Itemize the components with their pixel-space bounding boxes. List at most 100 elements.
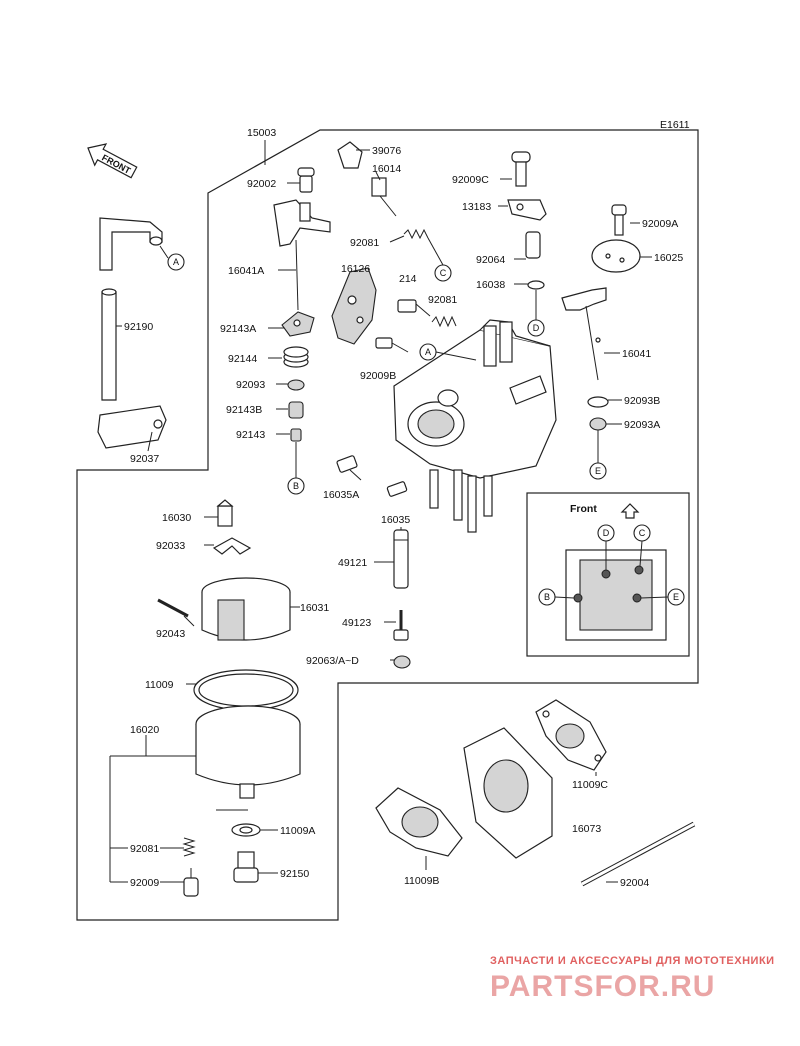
diagram-code: E1611 bbox=[660, 119, 690, 131]
label-16073: 16073 bbox=[572, 823, 601, 835]
label-92004: 92004 bbox=[620, 877, 649, 889]
cap-39076-part bbox=[337, 141, 363, 169]
callout-d-inset: D bbox=[597, 524, 615, 542]
label-16038: 16038 bbox=[476, 279, 505, 291]
bushing-92093a-part bbox=[589, 417, 607, 431]
label-92063: 92063/A~D bbox=[306, 655, 359, 667]
label-16126: 16126 bbox=[341, 263, 370, 275]
label-39076: 39076 bbox=[372, 145, 401, 157]
inset-view: Front bbox=[565, 503, 667, 641]
label-92037: 92037 bbox=[130, 453, 159, 465]
label-11009: 11009 bbox=[145, 679, 174, 691]
screw-92002-part bbox=[297, 167, 315, 193]
screw-92150-part bbox=[233, 851, 259, 883]
jet-92063-part bbox=[393, 655, 411, 669]
label-49121: 49121 bbox=[338, 557, 367, 569]
fuel-pipe-part bbox=[99, 217, 163, 401]
pin-92043-part bbox=[157, 598, 189, 618]
svg-text:D: D bbox=[603, 528, 610, 538]
oring-16038-part bbox=[527, 280, 545, 290]
label-92002: 92002 bbox=[247, 178, 276, 190]
lever-16041a-part bbox=[273, 199, 331, 311]
label-92081-top: 92081 bbox=[350, 237, 379, 249]
label-11009b: 11009B bbox=[404, 875, 439, 887]
label-49123: 49123 bbox=[342, 617, 371, 629]
label-92143a: 92143A bbox=[220, 323, 256, 335]
part-labels: 15003 39076 16014 92002 92009C 13183 920… bbox=[124, 127, 683, 889]
valve-16014-part bbox=[371, 177, 397, 217]
stud-92004-part bbox=[580, 821, 696, 887]
main-frame bbox=[76, 129, 699, 921]
label-92190: 92190 bbox=[124, 321, 153, 333]
label-92009c: 92009C bbox=[452, 174, 489, 186]
callout-c-top: C bbox=[434, 264, 452, 282]
float-bowl-16020-part bbox=[195, 705, 301, 799]
label-92033: 92033 bbox=[156, 540, 185, 552]
plate-92143a-part bbox=[281, 311, 315, 337]
gasket-11009c-part bbox=[535, 699, 607, 771]
jet-16035a-part bbox=[336, 455, 408, 497]
callout-b-inset: B bbox=[538, 588, 556, 606]
svg-text:E: E bbox=[673, 592, 679, 602]
screw-92009a-part bbox=[611, 204, 627, 236]
svg-text:E: E bbox=[595, 466, 601, 476]
label-16041: 16041 bbox=[622, 348, 651, 360]
svg-text:D: D bbox=[533, 323, 540, 333]
inset-up-arrow-icon bbox=[620, 503, 640, 519]
label-92093b: 92093B bbox=[624, 395, 660, 407]
label-92009: 92009 bbox=[130, 877, 159, 889]
label-16025: 16025 bbox=[654, 252, 683, 264]
svg-text:A: A bbox=[173, 257, 179, 267]
svg-text:A: A bbox=[425, 347, 431, 357]
callout-b-left: B bbox=[287, 477, 305, 495]
label-92144: 92144 bbox=[228, 353, 257, 365]
inset-callout-leaders bbox=[159, 237, 669, 599]
callout-c-inset: C bbox=[633, 524, 651, 542]
bracket-13183-part bbox=[507, 199, 547, 221]
gasket-11009b-part bbox=[375, 787, 463, 857]
label-16031: 16031 bbox=[300, 602, 329, 614]
carburetor-body-part bbox=[393, 319, 557, 533]
inset-front-label: Front bbox=[570, 503, 597, 515]
screw-92009b-part bbox=[375, 337, 409, 353]
label-92150: 92150 bbox=[280, 868, 309, 880]
cover-16025-part bbox=[591, 239, 641, 273]
insulator-16073-part bbox=[463, 727, 553, 859]
plate-16126-part bbox=[331, 267, 377, 345]
callout-a-top: A bbox=[167, 253, 185, 271]
watermark-logo: PARTSFOR.RU bbox=[490, 970, 715, 1003]
callout-d-top: D bbox=[527, 319, 545, 337]
watermark: ЗАПЧАСТИ И АКСЕССУАРЫ ДЛЯ МОТОТЕХНИКИ PA… bbox=[490, 955, 774, 1003]
gasket-11009-part bbox=[193, 669, 299, 711]
label-16035a: 16035A bbox=[323, 489, 359, 501]
label-16030: 16030 bbox=[162, 512, 191, 524]
washer-11009a-part bbox=[231, 823, 261, 837]
label-92143: 92143 bbox=[236, 429, 265, 441]
label-16020: 16020 bbox=[130, 724, 159, 736]
svg-text:C: C bbox=[639, 528, 646, 538]
lever-16041-part bbox=[561, 287, 607, 381]
float-16031-part bbox=[201, 577, 291, 641]
svg-text:B: B bbox=[544, 592, 550, 602]
ring-92093-part bbox=[287, 379, 305, 391]
label-13183: 13183 bbox=[462, 201, 491, 213]
label-16041a: 16041A bbox=[228, 265, 264, 277]
label-92043: 92043 bbox=[156, 628, 185, 640]
washer-92093b-part bbox=[587, 396, 609, 408]
label-214: 214 bbox=[399, 273, 417, 285]
spring-92081-top-part bbox=[403, 228, 429, 240]
screw-214-part bbox=[397, 299, 431, 317]
pipe-clamp-part bbox=[97, 405, 167, 449]
screw-92009-bowl-part bbox=[183, 868, 199, 897]
label-15003: 15003 bbox=[247, 127, 276, 139]
valve-92064-part bbox=[525, 231, 541, 259]
clip-92033-part bbox=[212, 537, 252, 555]
label-92081-mid: 92081 bbox=[428, 294, 457, 306]
label-92009b: 92009B bbox=[360, 370, 396, 382]
callout-e-inset: E bbox=[667, 588, 685, 606]
spring-92081-mid-part bbox=[431, 315, 457, 328]
leader-lines bbox=[109, 140, 652, 883]
spring-92081-bowl-part bbox=[182, 837, 196, 857]
float-pin-16030-part bbox=[216, 499, 234, 527]
